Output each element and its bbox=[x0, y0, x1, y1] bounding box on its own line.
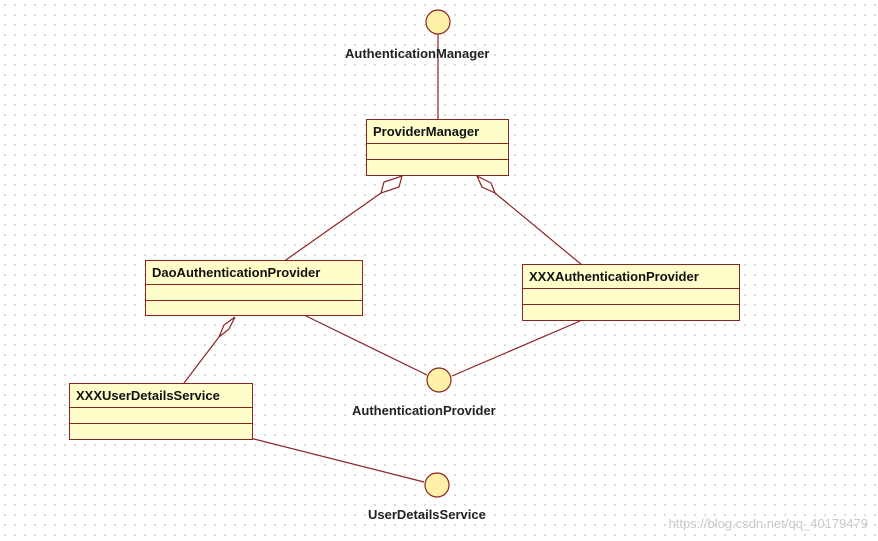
interface-authentication-provider-label: AuthenticationProvider bbox=[352, 403, 496, 418]
class-dao-authentication-provider-operations bbox=[146, 301, 362, 317]
class-xxx-authentication-provider-attributes bbox=[523, 289, 739, 305]
class-dao-authentication-provider-attributes bbox=[146, 285, 362, 301]
interface-authentication-manager-label: AuthenticationManager bbox=[345, 46, 490, 61]
realization-line-xxx-provider bbox=[451, 320, 581, 377]
aggregation-line-dao bbox=[282, 192, 382, 263]
interface-user-details-service-icon bbox=[424, 472, 450, 498]
interface-authentication-provider-icon bbox=[426, 367, 452, 393]
class-xxx-user-details-service-operations bbox=[70, 424, 252, 441]
interface-authentication-manager-icon bbox=[425, 9, 451, 35]
class-dao-authentication-provider[interactable]: DaoAuthenticationProvider bbox=[145, 260, 363, 316]
class-xxx-user-details-service-attributes bbox=[70, 408, 252, 424]
aggregation-line-xxx bbox=[494, 192, 583, 266]
aggregation-diamond-user-details bbox=[218, 316, 236, 338]
realization-line-dao-provider bbox=[303, 314, 428, 376]
class-provider-manager-operations bbox=[367, 160, 508, 177]
class-dao-authentication-provider-name: DaoAuthenticationProvider bbox=[146, 261, 362, 285]
class-xxx-user-details-service[interactable]: XXXUserDetailsService bbox=[69, 383, 253, 440]
class-xxx-user-details-service-name: XXXUserDetailsService bbox=[70, 384, 252, 408]
aggregation-diamond-xxx bbox=[475, 174, 497, 195]
class-xxx-authentication-provider[interactable]: XXXAuthenticationProvider bbox=[522, 264, 740, 321]
class-xxx-authentication-provider-operations bbox=[523, 305, 739, 322]
class-xxx-authentication-provider-name: XXXAuthenticationProvider bbox=[523, 265, 739, 289]
aggregation-line-user-details bbox=[183, 336, 220, 384]
class-provider-manager-name: ProviderManager bbox=[367, 120, 508, 144]
realization-line-user-details-service bbox=[249, 437, 425, 483]
class-provider-manager-attributes bbox=[367, 144, 508, 160]
class-provider-manager[interactable]: ProviderManager bbox=[366, 119, 509, 176]
aggregation-diamond-dao bbox=[380, 175, 403, 194]
interface-user-details-service-label: UserDetailsService bbox=[368, 507, 486, 522]
watermark-text: https://blog.csdn.net/qq_40179479 bbox=[668, 516, 869, 531]
